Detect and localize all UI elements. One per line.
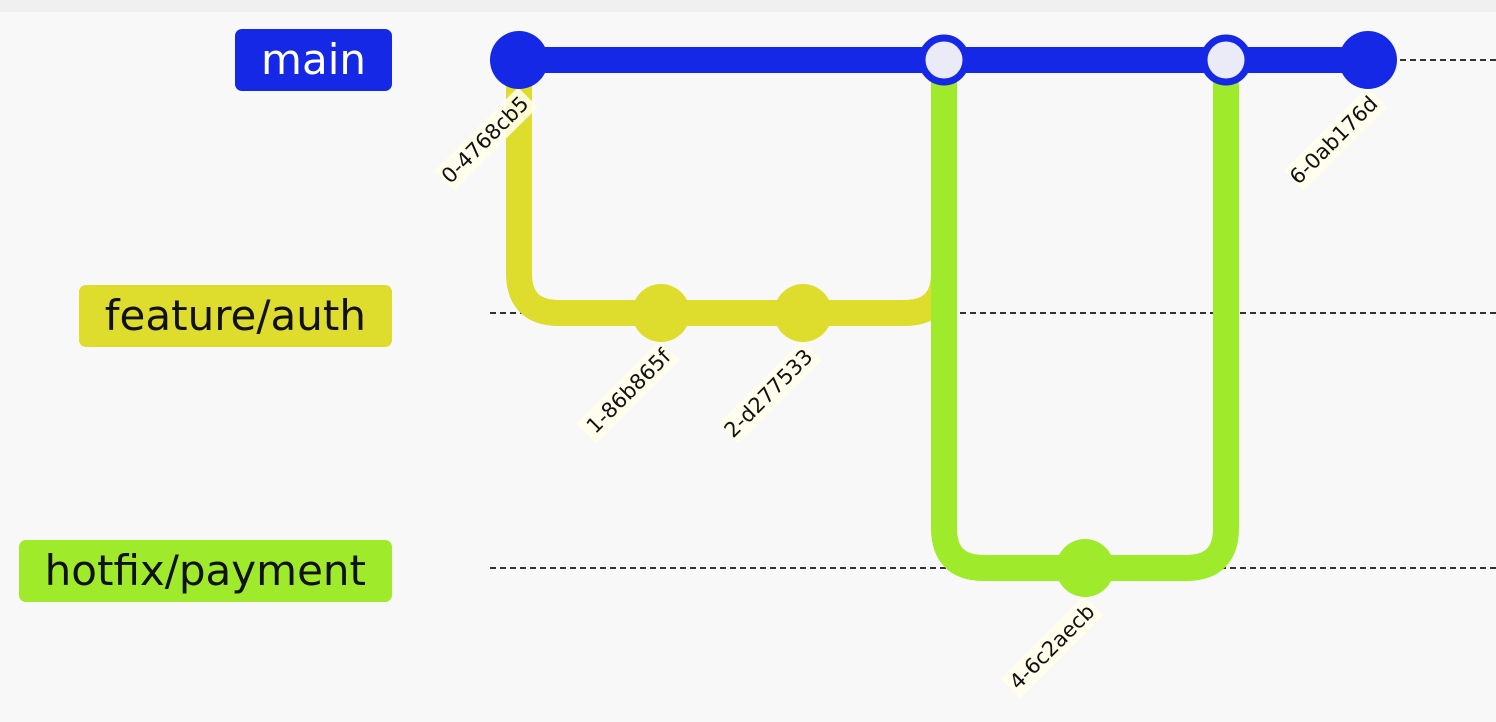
commit-label-bg [718, 340, 822, 444]
commit-node[interactable] [632, 284, 690, 342]
branch-label-text: hotfix/payment [44, 546, 366, 595]
commit-label-bg [576, 340, 680, 444]
commit-label-bg [1283, 87, 1387, 191]
merge-commit-node[interactable] [1200, 34, 1252, 86]
branch-label-text: feature/auth [104, 291, 366, 340]
commit-label-bg [434, 87, 538, 191]
commit-label: 2-d277533 [718, 340, 822, 444]
branch-label-main: main [235, 29, 392, 91]
branch-label-text: main [261, 35, 366, 84]
commit-node[interactable] [1339, 31, 1397, 89]
edge-2-d277533-to-3-merge [803, 60, 957, 326]
edge-0-4768cb5-to-1-86b865f [506, 60, 661, 326]
branch-label-feature-auth: feature/auth [78, 285, 392, 347]
commit-label-text: 6-0ab176d [1285, 92, 1383, 190]
commit-node[interactable] [774, 284, 832, 342]
top-bar [0, 0, 1496, 12]
commit-label: 1-86b865f [576, 340, 680, 444]
commit-label: 4-6c2aecb [1000, 595, 1104, 699]
commit-node[interactable] [490, 31, 548, 89]
edge-3-merge-to-4-6c2aecb [931, 60, 1085, 581]
commit-label-text: 4-6c2aecb [1005, 600, 1100, 695]
commit-label-text: 2-d277533 [720, 345, 818, 443]
branch-label-hotfix-payment: hotfix/payment [18, 540, 392, 602]
commit-node[interactable] [1056, 539, 1114, 597]
merge-commit-node[interactable] [918, 34, 970, 86]
edge-4-6c2aecb-to-5-merge [1085, 60, 1239, 581]
commit-label-text: 1-86b865f [582, 344, 676, 438]
commit-label: 6-0ab176d [1283, 87, 1387, 191]
commit-label-bg [1000, 595, 1104, 699]
